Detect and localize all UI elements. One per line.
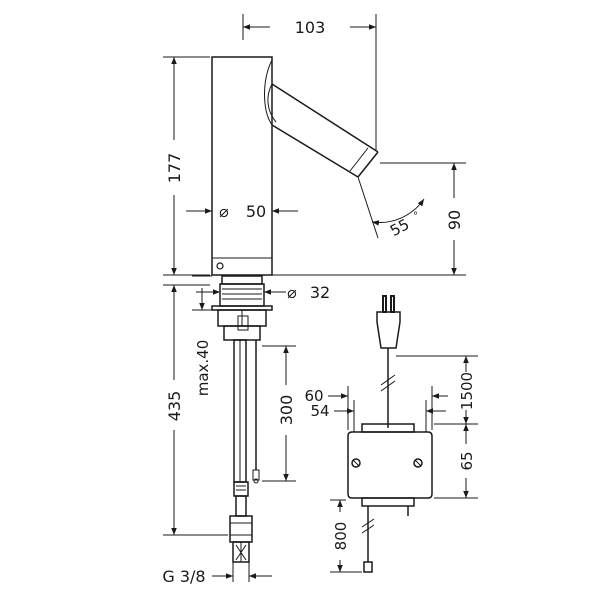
degree-mark: ° <box>413 211 418 222</box>
dim-90-label: 90 <box>445 210 464 230</box>
dim-177-label: 177 <box>165 153 184 184</box>
dim-outlet-height: 90 <box>272 162 466 276</box>
faucet-spout <box>264 59 379 178</box>
dim-max40-label: max.40 <box>194 340 212 397</box>
dim-total-length: 435 <box>163 284 228 536</box>
dim-max-counter: max.40 <box>192 275 212 397</box>
dim-box-outer-width: 60 <box>304 386 448 430</box>
dim-800-label: 800 <box>332 522 350 551</box>
dim-plug-cable: 1500 <box>396 355 478 425</box>
dim-body-diameter: ⌀ 50 <box>186 202 298 221</box>
supply-hoses <box>229 339 260 563</box>
dim-32-label: 32 <box>310 283 330 302</box>
dim-103-label: 103 <box>295 18 326 37</box>
dim-60-label: 60 <box>304 387 323 405</box>
dim-sensor-cable: 800 <box>330 499 362 573</box>
dim-50-label: 50 <box>246 202 266 221</box>
diameter-symbol-32: ⌀ <box>287 283 297 302</box>
dim-55-label: 55 <box>387 215 412 240</box>
faucet-body <box>211 56 273 276</box>
diameter-symbol: ⌀ <box>219 202 229 221</box>
dim-300-label: 300 <box>277 395 296 426</box>
power-plug <box>376 295 401 428</box>
dim-1500-label: 1500 <box>458 372 476 410</box>
dim-spout-reach: 103 <box>242 14 377 150</box>
control-box <box>347 423 433 573</box>
dim-body-height: 177 <box>163 56 210 276</box>
dim-box-inner-width: 54 <box>310 400 446 432</box>
dim-hose-length: 300 <box>262 345 296 482</box>
faucet-shank <box>211 275 273 341</box>
dim-65-label: 65 <box>458 451 476 470</box>
dim-box-height: 65 <box>434 424 478 499</box>
dim-g38-label: G 3/8 <box>162 567 205 586</box>
dim-435-label: 435 <box>165 391 184 422</box>
dim-thread-size: G 3/8 <box>162 562 272 586</box>
dim-spout-angle: 55 ° <box>357 176 425 240</box>
dim-shank-diameter: ⌀ 32 <box>196 283 330 302</box>
dim-54-label: 54 <box>310 402 329 420</box>
